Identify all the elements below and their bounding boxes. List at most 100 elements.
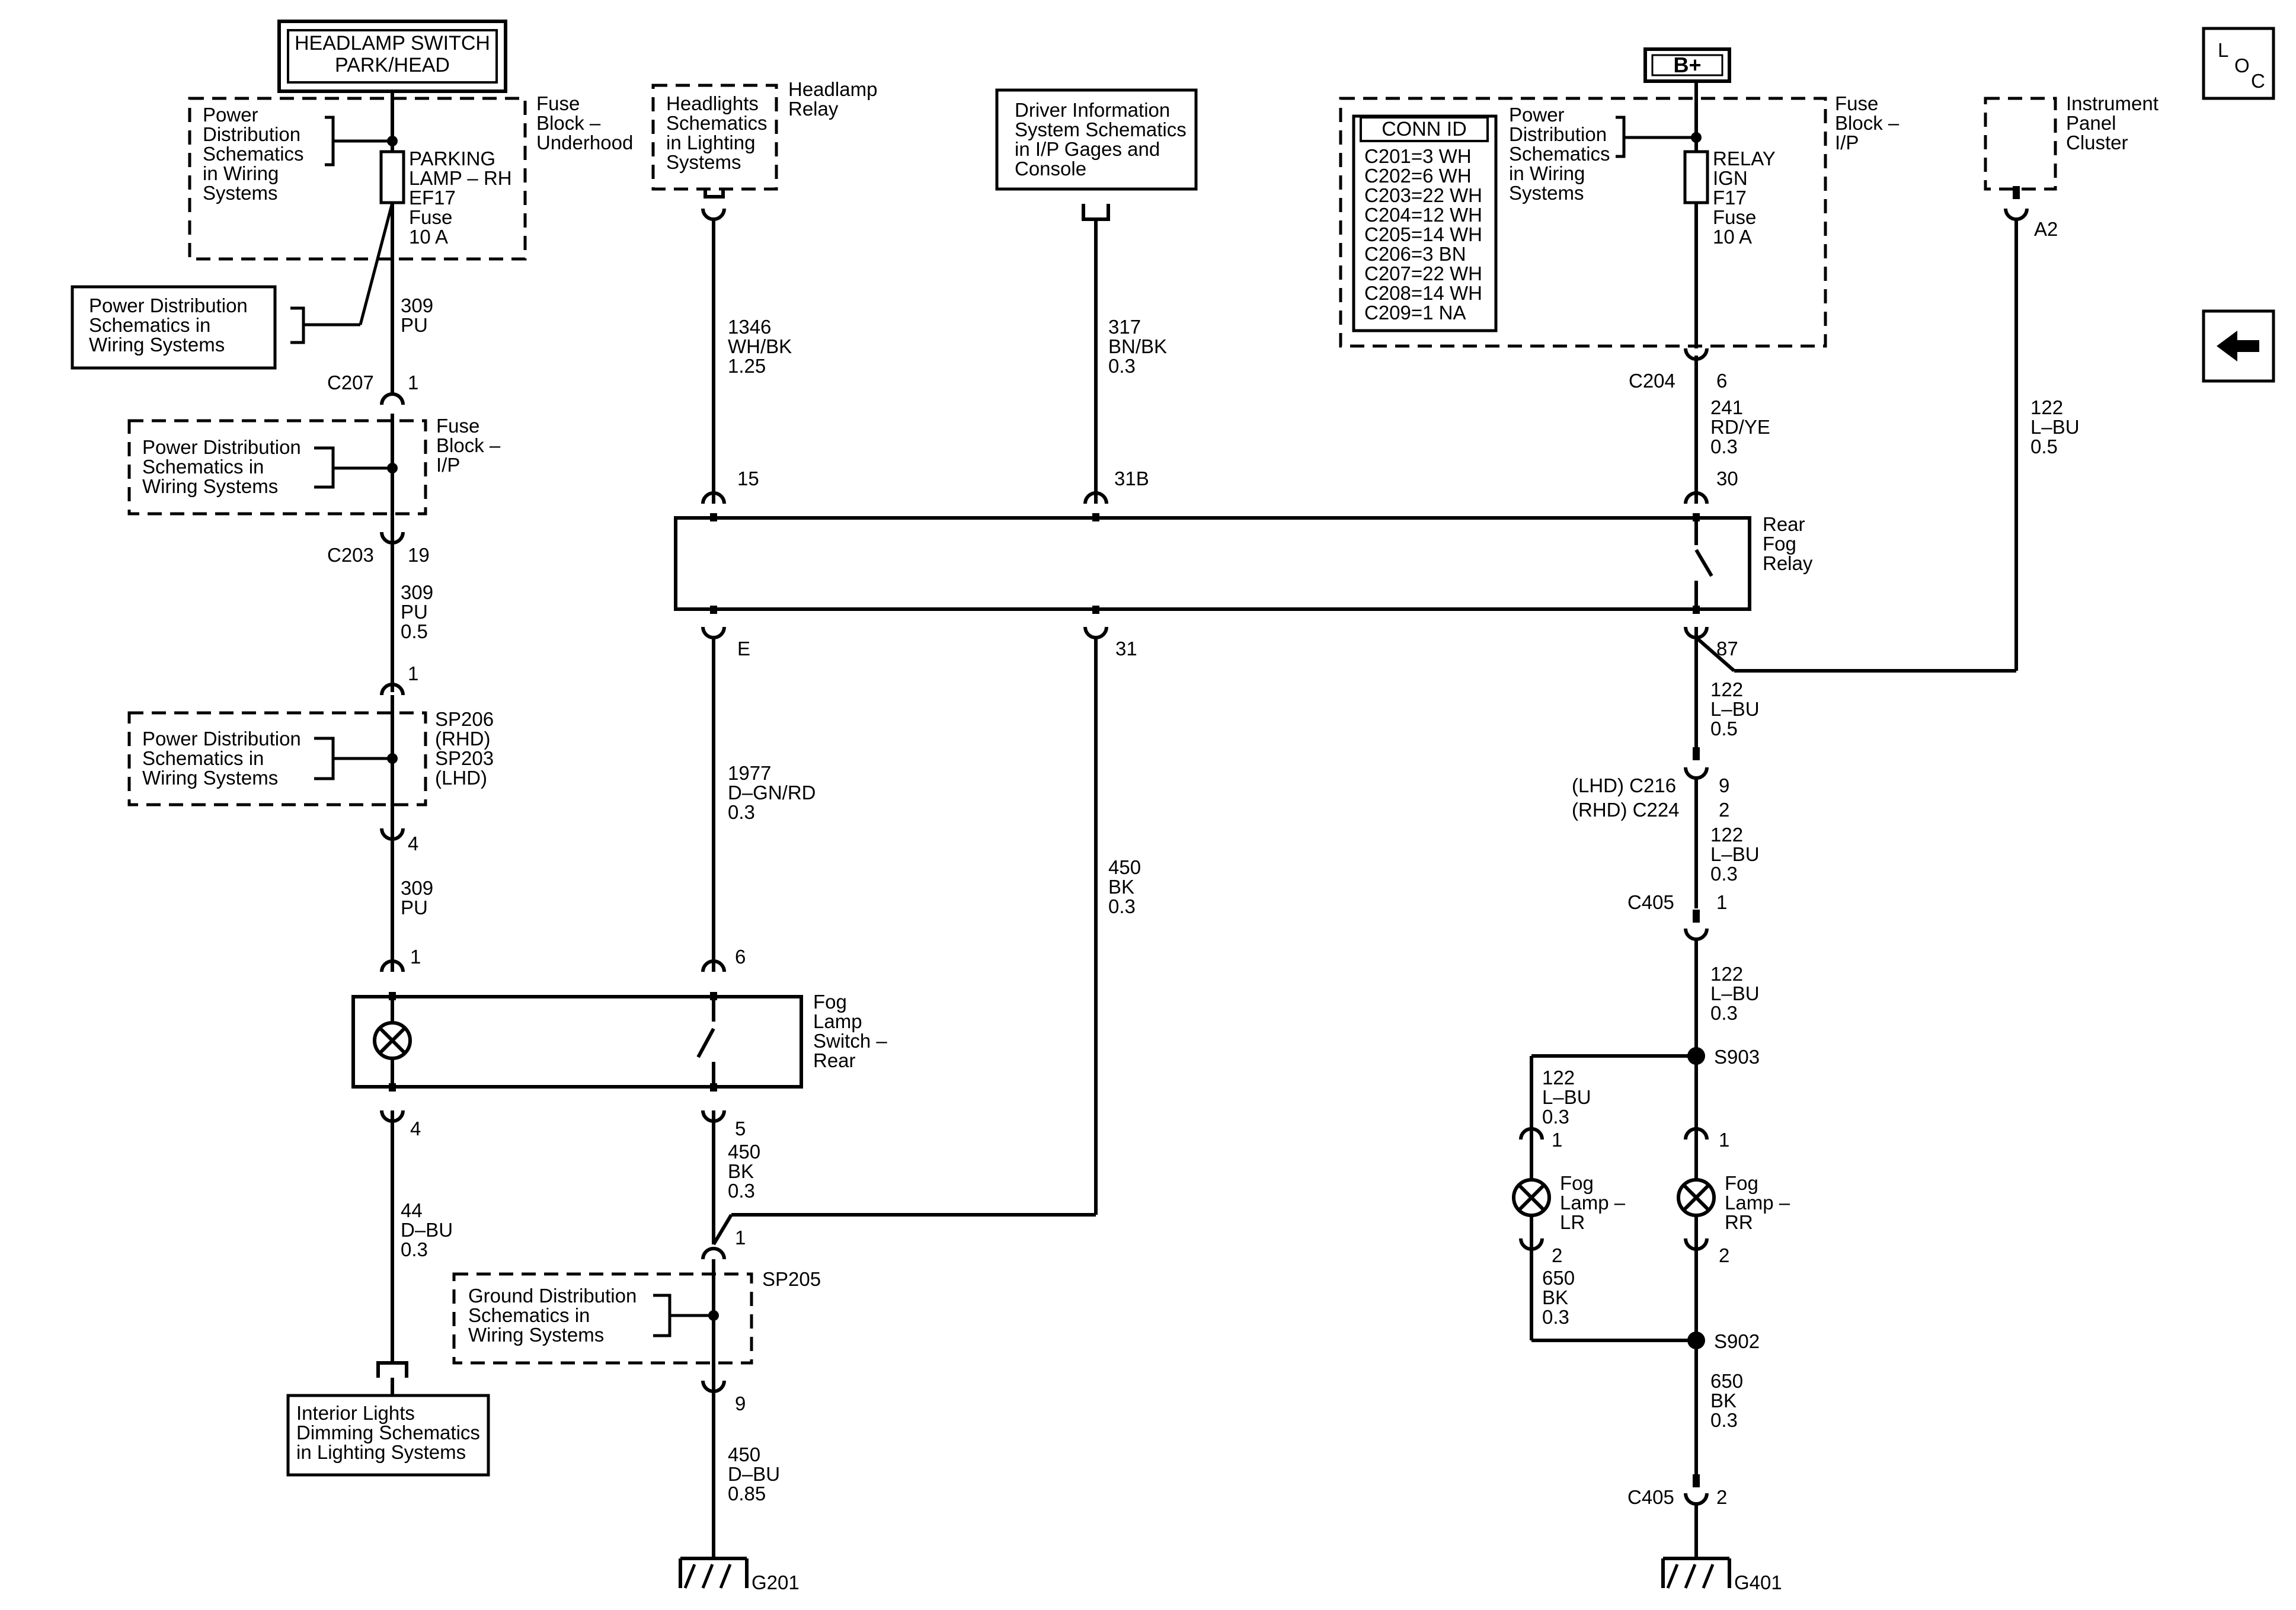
svg-text:Fog: Fog xyxy=(1725,1172,1758,1194)
svg-text:0.85: 0.85 xyxy=(728,1483,766,1505)
power-distribution-underhood-ref[interactable]: Power Distribution Schematics in Wiring … xyxy=(203,104,304,204)
svg-text:Relay: Relay xyxy=(788,98,839,120)
svg-text:EF17: EF17 xyxy=(409,187,456,209)
wire-1346-wh-bk: 1346 WH/BK 1.25 xyxy=(728,316,792,377)
interior-lights-dimming-label: Interior Lights Dimming Schematics in Li… xyxy=(296,1402,480,1463)
fog-lamp-rr-label: Fog Lamp – RR xyxy=(1725,1172,1790,1233)
back-arrow-button[interactable] xyxy=(2202,309,2275,383)
svg-text:L–BU: L–BU xyxy=(1710,843,1760,865)
loc-button[interactable]: L O C xyxy=(2202,27,2275,100)
svg-text:in Wiring: in Wiring xyxy=(203,162,279,184)
svg-text:309: 309 xyxy=(401,581,433,603)
svg-text:0.3: 0.3 xyxy=(1542,1106,1569,1128)
svg-text:Fuse: Fuse xyxy=(436,415,479,437)
svg-text:LAMP – RH: LAMP – RH xyxy=(409,167,512,189)
svg-text:122: 122 xyxy=(1710,678,1743,700)
svg-text:Systems: Systems xyxy=(203,182,278,204)
svg-text:(LHD): (LHD) xyxy=(435,767,487,789)
svg-text:122: 122 xyxy=(1542,1067,1575,1089)
svg-text:Systems: Systems xyxy=(666,151,741,173)
svg-text:Ground Distribution: Ground Distribution xyxy=(468,1285,637,1307)
svg-text:L–BU: L–BU xyxy=(2030,416,2080,438)
svg-text:122: 122 xyxy=(1710,824,1743,846)
c405-upper-pin: 1 xyxy=(1716,891,1727,913)
ground-distribution-ref[interactable]: Ground Distribution Schematics in Wiring… xyxy=(468,1285,637,1346)
wire-1977-d-gn-rd: 1977 D–GN/RD 0.3 xyxy=(728,762,816,823)
svg-text:WH/BK: WH/BK xyxy=(728,335,792,357)
svg-text:L–BU: L–BU xyxy=(1542,1086,1591,1108)
svg-text:Headlights: Headlights xyxy=(666,92,759,114)
ipc-pin-a2: A2 xyxy=(2034,218,2058,240)
rear-fog-relay-label: Rear Fog Relay xyxy=(1763,513,1813,574)
svg-text:LR: LR xyxy=(1560,1211,1585,1233)
wire-241-rd-ye: 241 RD/YE 0.3 xyxy=(1710,396,1770,457)
svg-text:PU: PU xyxy=(401,601,428,623)
c224-label: (RHD) C224 xyxy=(1572,799,1680,821)
svg-text:450: 450 xyxy=(728,1141,760,1163)
svg-text:Interior Lights: Interior Lights xyxy=(296,1402,415,1424)
fog-lamp-lr-pin-1: 1 xyxy=(1552,1129,1562,1151)
svg-text:L–BU: L–BU xyxy=(1710,982,1760,1004)
svg-text:BK: BK xyxy=(1542,1286,1568,1308)
svg-text:PU: PU xyxy=(401,897,428,918)
svg-text:Lamp –: Lamp – xyxy=(1560,1192,1626,1214)
svg-text:Schematics in: Schematics in xyxy=(89,314,210,336)
svg-text:IGN: IGN xyxy=(1713,167,1748,189)
svg-text:Wiring Systems: Wiring Systems xyxy=(142,767,278,789)
svg-text:309: 309 xyxy=(401,877,433,899)
wire-450-d-bu: 450 D–BU 0.85 xyxy=(728,1443,780,1505)
svg-text:C207=22 WH: C207=22 WH xyxy=(1364,263,1482,284)
fog-lamp-switch-rear[interactable] xyxy=(351,995,803,1089)
wire-122-l-bu-0.3-c: 122 L–BU 0.3 xyxy=(1542,1067,1591,1128)
power-distribution-ip-ref[interactable]: Power Distribution Schematics in Wiring … xyxy=(1509,104,1610,204)
power-distribution-left-box[interactable] xyxy=(71,285,277,370)
sp206-pin-out: 4 xyxy=(408,833,418,854)
svg-text:RD/YE: RD/YE xyxy=(1710,416,1770,438)
wire-317-bn-bk: 317 BN/BK 0.3 xyxy=(1108,316,1167,377)
svg-text:Distribution: Distribution xyxy=(1509,123,1607,145)
svg-text:Instrument: Instrument xyxy=(2066,92,2159,114)
svg-text:44: 44 xyxy=(401,1199,423,1221)
svg-text:0.5: 0.5 xyxy=(401,620,428,642)
wire-122-l-bu-ipc: 122 L–BU 0.5 xyxy=(2030,396,2080,457)
svg-text:1.25: 1.25 xyxy=(728,355,766,377)
loc-o-letter: O xyxy=(2234,55,2250,76)
headlamp-switch-box[interactable]: HEADLAMP SWITCH PARK/HEAD xyxy=(277,20,507,93)
svg-text:Fog: Fog xyxy=(813,991,847,1013)
svg-text:Systems: Systems xyxy=(1509,182,1584,204)
svg-text:Wiring Systems: Wiring Systems xyxy=(468,1324,604,1346)
fuse-block-ip-right-outline xyxy=(1339,97,1827,348)
svg-text:Block –: Block – xyxy=(436,434,501,456)
wire-122-l-bu-0.5: 122 L–BU 0.5 xyxy=(1710,678,1760,740)
headlamp-switch-subtitle: PARK/HEAD xyxy=(335,54,450,76)
power-distribution-c207-ref[interactable]: Power Distribution Schematics in Wiring … xyxy=(142,436,301,497)
svg-text:Fog: Fog xyxy=(1763,533,1796,555)
fog-lamp-switch-label: Fog Lamp Switch – Rear xyxy=(813,991,887,1071)
sp206-pin-in: 1 xyxy=(408,662,418,684)
svg-text:Schematics in: Schematics in xyxy=(142,456,264,478)
svg-text:Power Distribution: Power Distribution xyxy=(142,436,301,458)
conn-id-table: CONN ID C201=3 WH C202=6 WH C203=22 WH C… xyxy=(1352,114,1498,332)
relay-fuse-label: RELAY IGN F17 Fuse 10 A xyxy=(1713,148,1776,248)
svg-text:Fuse: Fuse xyxy=(409,206,452,228)
relay-pin-15: 15 xyxy=(737,468,759,489)
fog-switch-pin-4: 4 xyxy=(410,1118,421,1140)
svg-text:650: 650 xyxy=(1542,1267,1575,1289)
svg-text:0.3: 0.3 xyxy=(1710,436,1738,457)
svg-text:Fog: Fog xyxy=(1560,1172,1594,1194)
c203-pin: 19 xyxy=(408,544,430,566)
parking-fuse-label: PARKING LAMP – RH EF17 Fuse 10 A xyxy=(409,148,512,248)
power-distribution-sp206-ref[interactable]: Power Distribution Schematics in Wiring … xyxy=(142,728,301,789)
instrument-panel-cluster-box[interactable] xyxy=(1984,97,2057,191)
power-distribution-left-label: Power Distribution Schematics in Wiring … xyxy=(89,295,248,356)
driver-information-box[interactable] xyxy=(995,88,1198,191)
sp205-pin-out: 9 xyxy=(735,1393,746,1414)
interior-lights-dimming-box[interactable] xyxy=(286,1394,490,1477)
svg-text:RELAY: RELAY xyxy=(1713,148,1776,169)
svg-text:Block –: Block – xyxy=(536,112,601,134)
svg-text:Schematics: Schematics xyxy=(666,112,768,134)
svg-text:0.3: 0.3 xyxy=(1542,1306,1569,1328)
svg-text:C203=22 WH: C203=22 WH xyxy=(1364,184,1482,206)
svg-text:309: 309 xyxy=(401,295,433,316)
relay-fuse-f17 xyxy=(1683,150,1709,204)
